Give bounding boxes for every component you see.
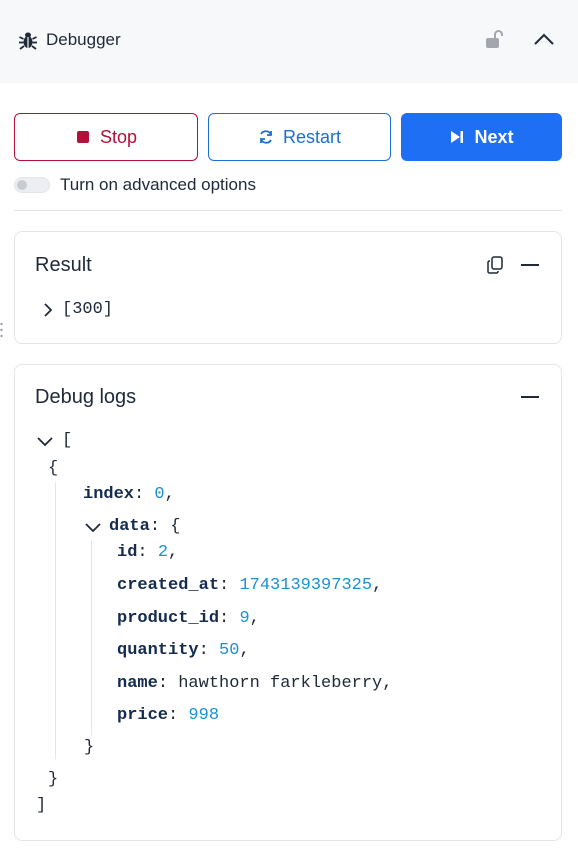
- log-row-price: price: 998: [117, 706, 220, 725]
- copy-icon[interactable]: [487, 256, 503, 274]
- divider: [14, 210, 562, 211]
- panel-title: Debugger: [46, 30, 121, 49]
- chevron-down-icon[interactable]: [85, 522, 101, 532]
- stop-button-label: Stop: [99, 126, 138, 147]
- log-row-name: name: hawthorn farkleberry,: [117, 674, 393, 693]
- data-close-brace: }: [84, 738, 95, 757]
- result-title: Result: [35, 254, 92, 276]
- toggle-knob: [17, 180, 27, 190]
- debug-logs-card: Debug logs [ { index: 0, data: { id: 2, …: [14, 364, 562, 841]
- collapse-result-icon[interactable]: [521, 264, 539, 266]
- collapse-logs-icon[interactable]: [521, 396, 539, 398]
- advanced-options-label: Turn on advanced options: [60, 175, 256, 194]
- array-open-bracket: [: [62, 431, 73, 450]
- indent-guide: [91, 540, 92, 735]
- result-card: Result [300]: [14, 231, 562, 344]
- log-row-index: index: 0,: [83, 485, 175, 504]
- stop-button[interactable]: Stop: [14, 113, 198, 161]
- debug-logs-title: Debug logs: [35, 386, 137, 408]
- chevron-right-icon[interactable]: [43, 303, 53, 317]
- log-row-created-at: created_at: 1743139397325,: [117, 576, 383, 595]
- indent-guide: [55, 482, 56, 759]
- object-close-brace: }: [48, 770, 59, 789]
- log-row-id: id: 2,: [117, 543, 179, 562]
- restart-button[interactable]: Restart: [208, 113, 391, 161]
- next-button-label: Next: [474, 126, 514, 147]
- step-next-icon: [451, 131, 464, 143]
- log-row-data: data: {: [109, 517, 181, 536]
- unlock-icon[interactable]: [484, 28, 506, 50]
- chevron-up-icon[interactable]: [532, 27, 556, 51]
- next-button[interactable]: Next: [401, 113, 562, 161]
- log-row-quantity: quantity: 50,: [117, 641, 250, 660]
- log-row-product-id: product_id: 9,: [117, 609, 260, 628]
- stop-icon: [76, 131, 89, 143]
- advanced-options-toggle[interactable]: [14, 177, 50, 193]
- bug-icon: [19, 32, 37, 50]
- resize-grip-icon[interactable]: [0, 322, 3, 338]
- array-close-bracket: ]: [36, 796, 47, 815]
- restart-icon: [260, 130, 272, 144]
- result-value: [300]: [62, 300, 114, 319]
- object-open-brace: {: [48, 459, 59, 478]
- chevron-down-icon[interactable]: [37, 436, 53, 446]
- restart-button-label: Restart: [282, 126, 342, 147]
- debugger-header: Debugger: [0, 0, 578, 83]
